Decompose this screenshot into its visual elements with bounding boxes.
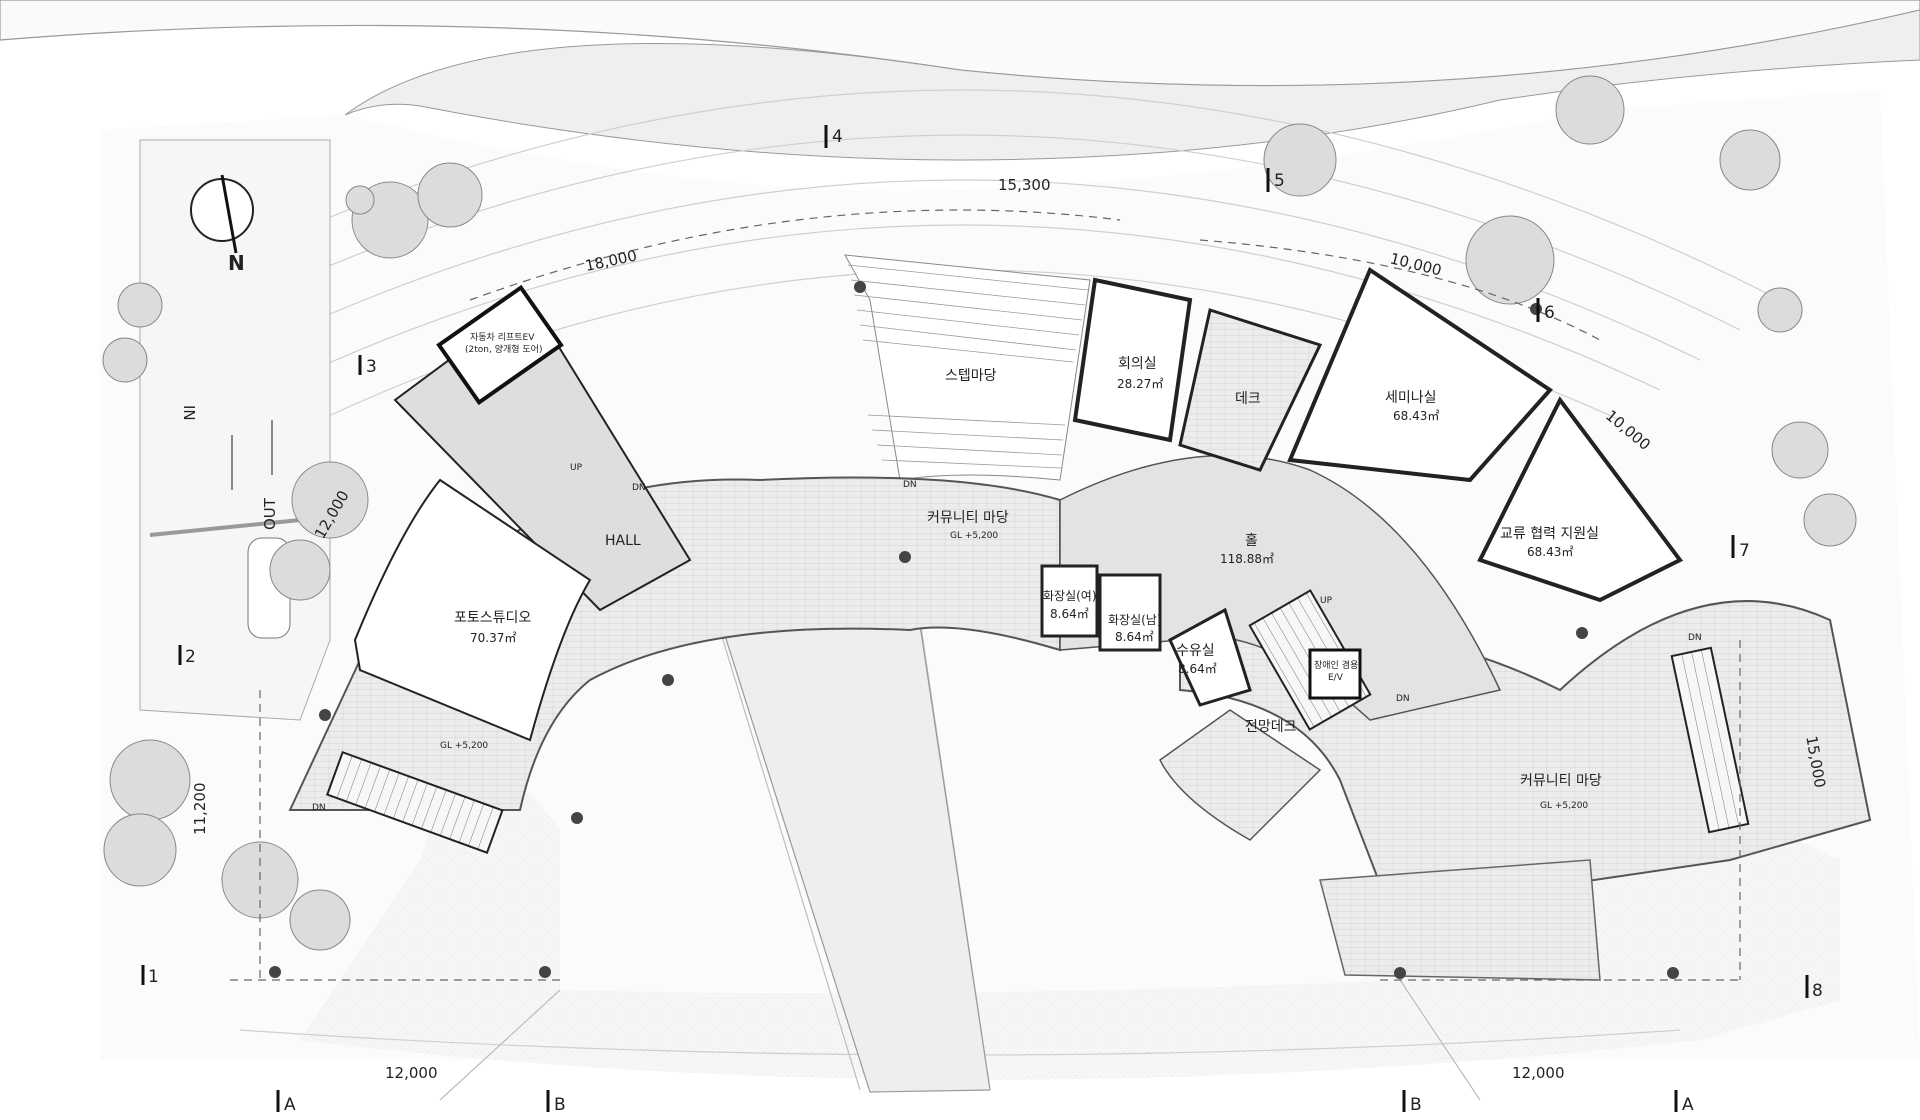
hall-label: 홀 bbox=[1245, 533, 1258, 549]
wc-female-label: 화장실(여) bbox=[1043, 589, 1097, 603]
community-madang-center-label: 커뮤니티 마당 bbox=[927, 510, 1009, 526]
exchange-label: 교류 협력 지원실 bbox=[1500, 526, 1599, 542]
hall-area: 118.88㎡ bbox=[1220, 552, 1274, 566]
dim-12000-left: 12,000 bbox=[385, 1064, 438, 1082]
section-2: 2 bbox=[185, 647, 196, 667]
exchange-area: 68.43㎡ bbox=[1527, 545, 1573, 559]
dn-label-stair-left: DN bbox=[312, 803, 326, 813]
seminar-area: 68.43㎡ bbox=[1393, 409, 1439, 423]
nursing-area: 8.64㎡ bbox=[1178, 662, 1217, 676]
section-b-right: B bbox=[1410, 1095, 1422, 1115]
section-8: 8 bbox=[1812, 981, 1823, 1001]
right-stair bbox=[1670, 646, 1750, 834]
wc-female-area: 8.64㎡ bbox=[1050, 607, 1089, 621]
section-1: 1 bbox=[148, 967, 159, 987]
hall-entry-label: HALL bbox=[605, 533, 641, 549]
section-4: 4 bbox=[832, 127, 843, 147]
photo-studio-label: 포토스튜디오 bbox=[454, 610, 531, 626]
north-arrow: N bbox=[190, 174, 254, 275]
nursing-room bbox=[1168, 607, 1252, 707]
exchange-room bbox=[1477, 396, 1684, 603]
freight-elevator-label-1: 자동차 리프트EV bbox=[470, 331, 535, 343]
in-label: IN bbox=[180, 405, 198, 421]
wc-male-area: 8.64㎡ bbox=[1115, 630, 1154, 644]
section-a-left: A bbox=[284, 1095, 296, 1115]
accessible-elevator bbox=[1308, 648, 1362, 700]
photo-studio-area: 70.37㎡ bbox=[470, 631, 516, 645]
up-label-left: UP bbox=[570, 463, 583, 473]
photo-studio-room bbox=[353, 478, 592, 742]
dim-15300: 15,300 bbox=[998, 176, 1051, 194]
dn-label-left: DN bbox=[632, 483, 646, 493]
dim-11200: 11,200 bbox=[191, 783, 209, 836]
nursing-label: 수유실 bbox=[1176, 643, 1215, 659]
gl-center-label: GL +5,200 bbox=[950, 531, 998, 541]
north-label: N bbox=[228, 251, 245, 275]
view-deck-label: 전망데크 bbox=[1245, 719, 1297, 735]
accessible-ev-label-2: E/V bbox=[1328, 673, 1344, 683]
meeting-room bbox=[1072, 277, 1193, 443]
section-a-right: A bbox=[1682, 1095, 1694, 1115]
freight-elevator-label-2: (2ton, 양개형 도어) bbox=[465, 344, 542, 355]
gl-right-label: GL +5,200 bbox=[1540, 801, 1588, 811]
freight-elevator bbox=[436, 284, 564, 406]
gl-left-label: GL +5,200 bbox=[440, 741, 488, 751]
seminar-label: 세미나실 bbox=[1385, 390, 1437, 406]
step-lines bbox=[847, 264, 1089, 469]
community-madang-right-label: 커뮤니티 마당 bbox=[1520, 773, 1602, 789]
view-deck bbox=[1159, 709, 1322, 841]
deck-room bbox=[1178, 308, 1323, 472]
wc-male-room bbox=[1098, 573, 1162, 652]
accessible-ev-label-1: 장애인 겸용 bbox=[1314, 659, 1358, 671]
out-label: OUT bbox=[261, 497, 279, 530]
dn-label-right: DN bbox=[1396, 694, 1410, 704]
lower-deck-right bbox=[1319, 859, 1601, 981]
wc-male-label: 화장실(남) bbox=[1108, 613, 1162, 627]
deck-label: 데크 bbox=[1235, 391, 1261, 407]
wc-female-room bbox=[1040, 564, 1099, 638]
section-3: 3 bbox=[366, 357, 377, 377]
section-7: 7 bbox=[1739, 541, 1750, 561]
sidewalk bbox=[344, 9, 1920, 161]
dashed-outline bbox=[230, 209, 1741, 981]
central-hall-floor bbox=[1059, 454, 1502, 721]
dn-label-center: DN bbox=[903, 480, 917, 490]
meeting-area: 28.27㎡ bbox=[1117, 377, 1163, 391]
section-5: 5 bbox=[1274, 171, 1285, 191]
step-madang-label: 스텝마당 bbox=[945, 368, 997, 384]
dim-12000-right: 12,000 bbox=[1512, 1064, 1565, 1082]
section-b-left: B bbox=[554, 1095, 566, 1115]
section-markers bbox=[141, 125, 1809, 1112]
section-6: 6 bbox=[1544, 303, 1555, 323]
left-stair bbox=[325, 750, 504, 854]
dn-label-right-stair: DN bbox=[1688, 633, 1702, 643]
up-label-right: UP bbox=[1320, 596, 1333, 606]
meeting-label: 회의실 bbox=[1118, 356, 1157, 372]
seminar-room bbox=[1287, 266, 1554, 483]
